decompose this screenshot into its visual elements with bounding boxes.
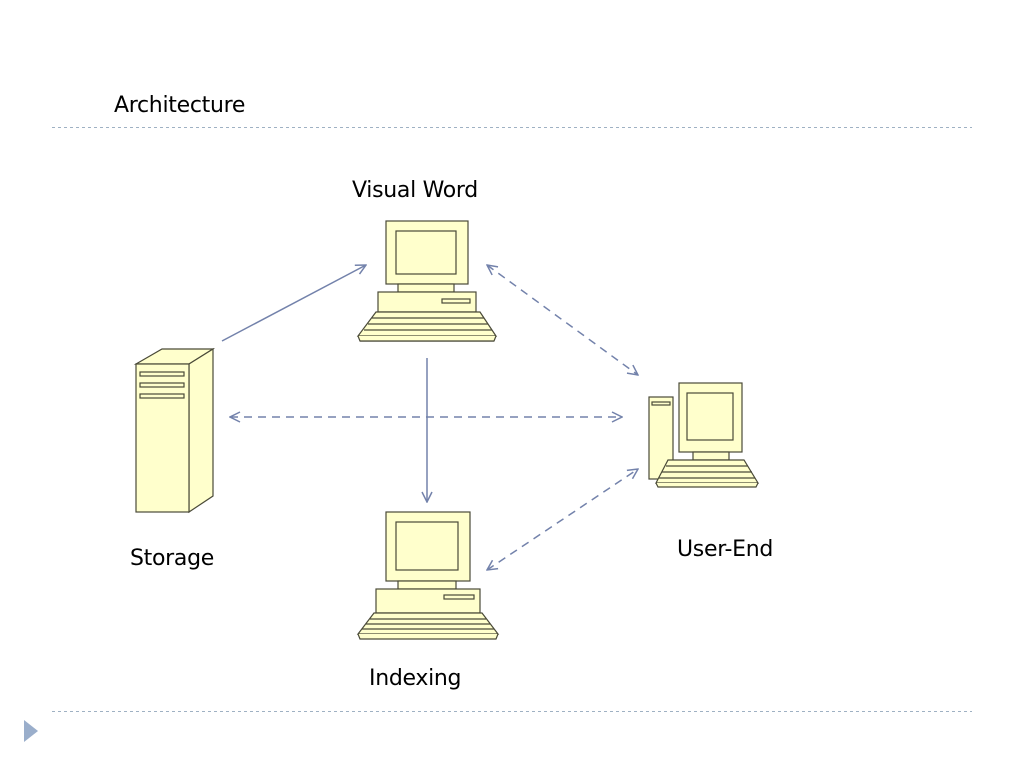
slide-bullet-icon [24,720,38,742]
arrow-visual-word-user-end [487,265,638,375]
visual-word-label: Visual Word [352,178,478,203]
storage-server-icon [133,347,216,514]
connectors [221,265,638,570]
indexing-computer-icon [356,511,500,640]
storage-label: Storage [130,546,214,571]
user-end-computer-icon [648,382,760,488]
slide-title: Architecture [114,93,246,118]
arrow-indexing-user-end [487,469,638,570]
indexing-label: Indexing [369,666,462,691]
arrow-storage-to-visual-word [221,265,366,342]
visual-word-computer-icon [356,220,498,342]
user-end-label: User-End [677,537,774,562]
